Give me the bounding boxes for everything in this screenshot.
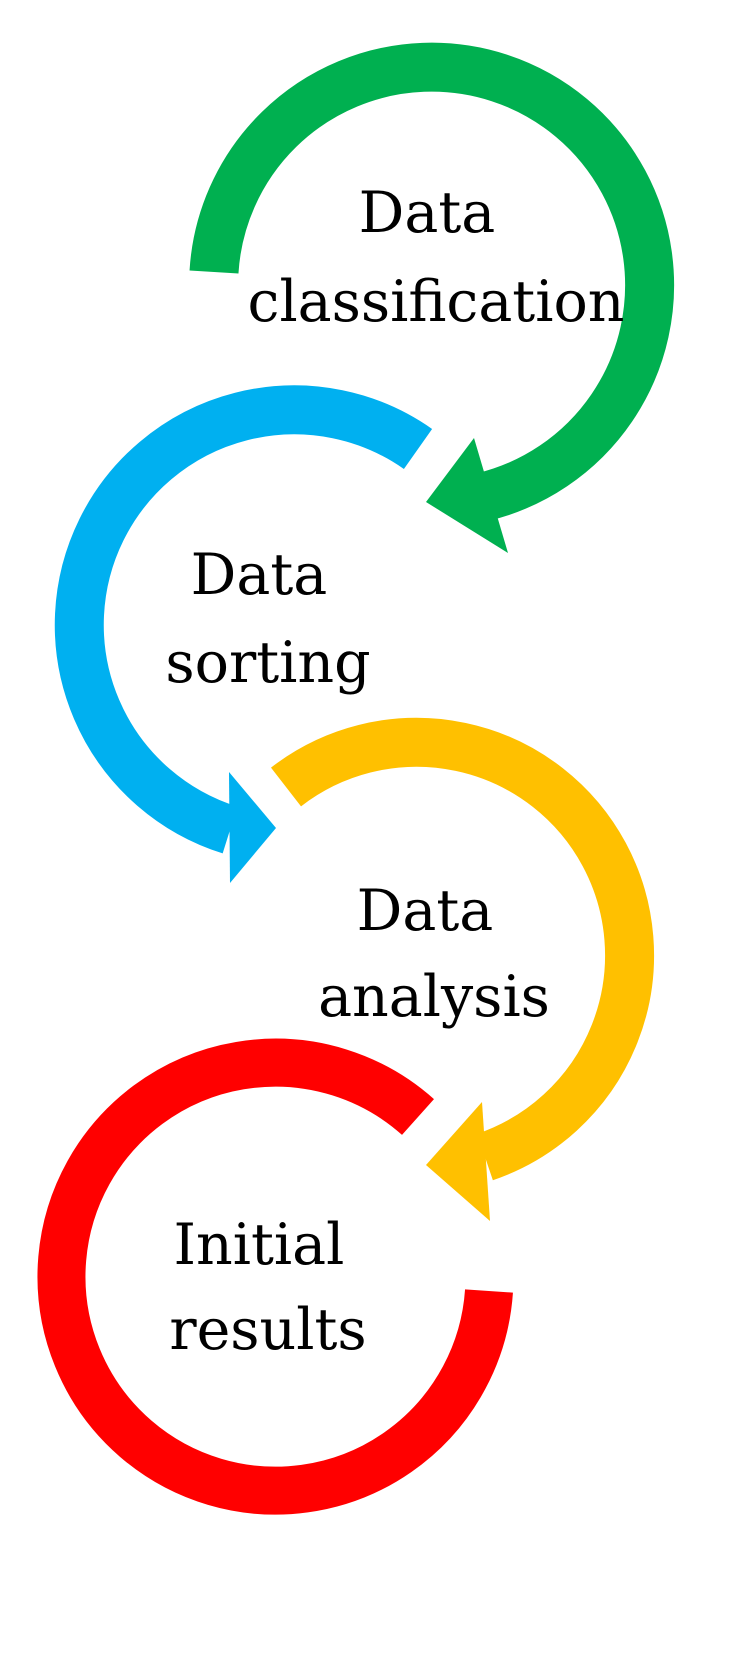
step-label-line-1: Data [357, 878, 494, 944]
step-data-sorting: Data sorting [54, 385, 433, 883]
arrowhead-icon [229, 772, 276, 883]
step-data-classification: Data classification [189, 42, 675, 553]
step-label-line-2: sorting [165, 630, 370, 696]
step-label: Initial results [169, 1212, 366, 1363]
step-data-analysis: Data analysis [271, 717, 655, 1221]
curved-arrow-icon [189, 42, 675, 521]
curved-arrow-icon [54, 385, 433, 854]
step-label-line-2: classification [248, 269, 625, 335]
step-label: Data classification [248, 180, 625, 335]
step-label-line-1: Data [191, 542, 328, 608]
step-label-line-2: results [169, 1297, 366, 1363]
step-label-line-2: analysis [318, 964, 550, 1030]
open-ring-icon [37, 1038, 513, 1515]
curved-arrow-icon [271, 717, 655, 1181]
step-label-line-1: Data [359, 180, 496, 246]
arrowhead-icon [426, 438, 508, 553]
step-initial-results: Initial results [37, 1038, 513, 1515]
step-label-line-1: Initial [174, 1212, 345, 1278]
step-label: Data sorting [165, 542, 370, 696]
step-label: Data analysis [318, 878, 550, 1030]
arrowhead-icon [426, 1102, 490, 1221]
